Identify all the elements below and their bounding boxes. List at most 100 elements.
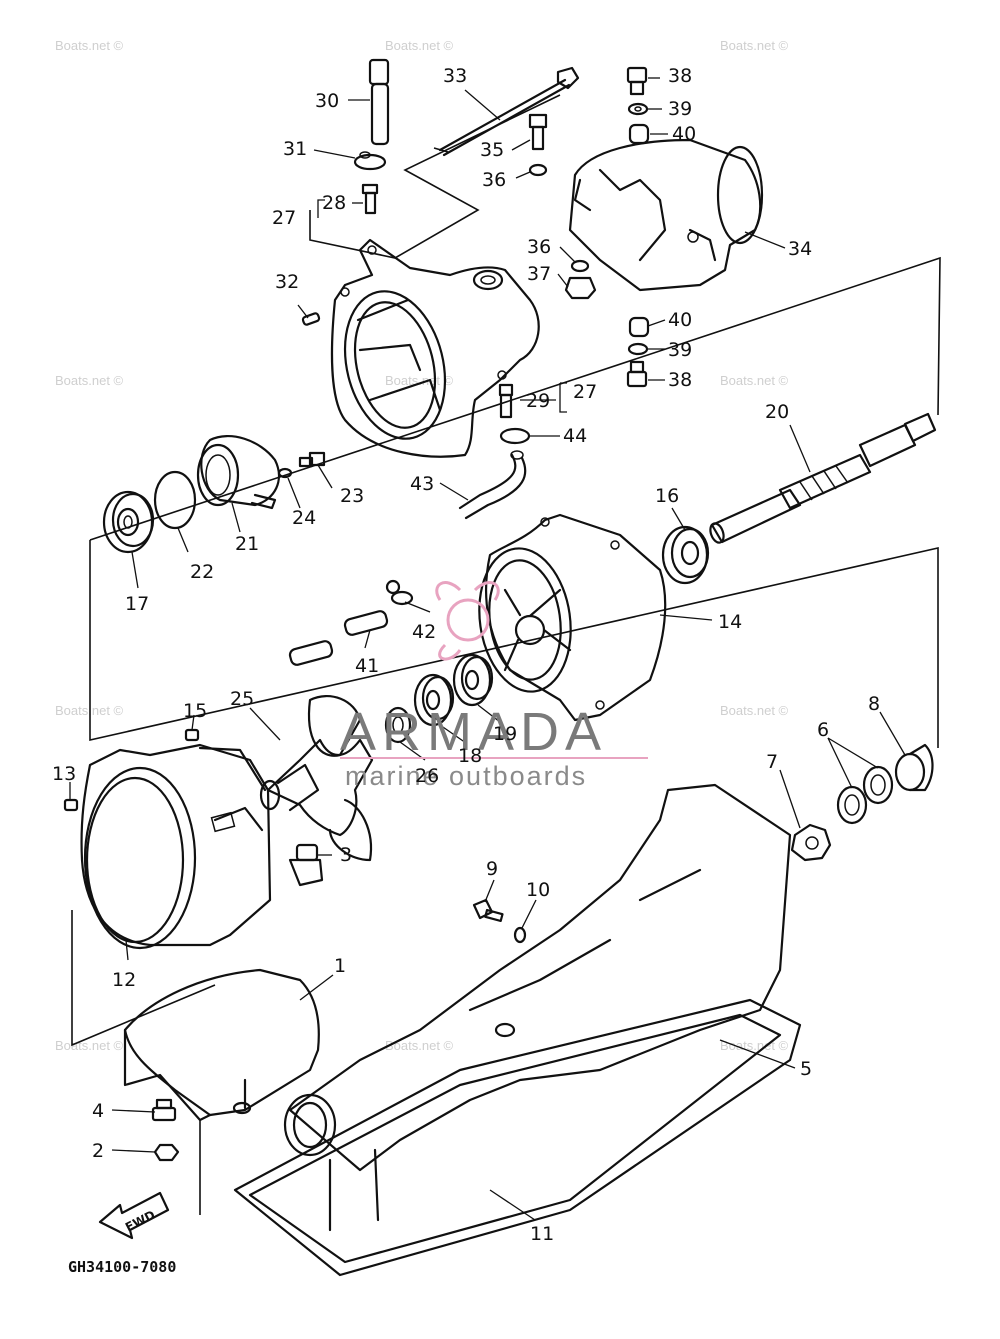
part-7-coupler <box>790 823 832 862</box>
callout-31: 31 <box>283 138 307 160</box>
callout-21: 21 <box>235 533 259 555</box>
callout-43: 43 <box>410 473 434 495</box>
callout-35: 35 <box>480 139 504 161</box>
part-35-bolt <box>528 113 548 151</box>
callout-27: 27 <box>272 207 296 229</box>
callout-23: 23 <box>340 485 364 507</box>
diagram-code: GH34100-7080 <box>68 1258 176 1276</box>
callout-33: 33 <box>443 65 467 87</box>
callout-34: 34 <box>788 238 812 260</box>
watermark: Boats.net © <box>385 38 454 53</box>
part-41-pin <box>288 610 389 666</box>
part-33-bolt <box>433 66 580 157</box>
callout-42: 42 <box>412 621 436 643</box>
watermark: Boats.net © <box>385 373 454 388</box>
callout-44: 44 <box>563 425 587 447</box>
watermark: Boats.net © <box>55 1038 124 1053</box>
callout-1: 1 <box>334 955 346 977</box>
part-24-washer <box>277 467 293 479</box>
callout-11: 11 <box>530 1223 554 1245</box>
callout-29: 29 <box>526 390 550 412</box>
callout-37: 37 <box>527 263 551 285</box>
watermark: Boats.net © <box>55 38 124 53</box>
watermark: Boats.net © <box>720 1038 789 1053</box>
part-6-seal-a <box>836 785 868 825</box>
part-21-end-cap <box>196 435 280 510</box>
callout-38: 38 <box>668 369 692 391</box>
part-17-seal <box>102 490 155 554</box>
callout-41: 41 <box>355 655 379 677</box>
callout-5: 5 <box>800 1058 812 1080</box>
callout-25: 25 <box>230 688 254 710</box>
part-38-bolt-upper <box>626 66 648 96</box>
part-30-hose <box>368 58 390 146</box>
part-44-clamp <box>499 427 531 445</box>
callout-36: 36 <box>527 236 551 258</box>
callout-38: 38 <box>668 65 692 87</box>
part-13-pin <box>63 798 79 812</box>
part-43-hose <box>458 450 527 520</box>
part-23-bolt <box>298 451 326 468</box>
callout-13: 13 <box>52 763 76 785</box>
watermark: Boats.net © <box>720 373 789 388</box>
part-8-cap <box>894 743 934 792</box>
part-18-bearing <box>413 673 455 727</box>
part-38-bolt-lower <box>626 360 648 388</box>
part-29-fitting <box>498 383 514 419</box>
part-22-o-ring <box>153 470 197 530</box>
part-31-clip <box>353 151 387 171</box>
part-14-pump-housing <box>478 513 667 722</box>
callout-3: 3 <box>340 844 352 866</box>
callout-6: 6 <box>817 719 829 741</box>
callout-32: 32 <box>275 271 299 293</box>
watermark: Boats.net © <box>385 1038 454 1053</box>
callout-26: 26 <box>415 765 439 787</box>
watermarks: Boats.net © Boats.net © Boats.net © Boat… <box>55 38 789 1053</box>
part-15-pin <box>184 728 200 742</box>
callout-39: 39 <box>668 339 692 361</box>
callout-16: 16 <box>655 485 679 507</box>
part-27-nozzle-housing <box>330 238 540 458</box>
part-37-nut <box>564 276 597 300</box>
part-1-cover <box>123 968 320 1122</box>
part-3-clip <box>288 843 324 887</box>
part-4-bolt <box>151 1098 177 1122</box>
part-20-drive-shaft <box>709 412 937 544</box>
callout-17: 17 <box>125 593 149 615</box>
callout-12: 12 <box>112 969 136 991</box>
part-16-bearing <box>661 525 710 585</box>
part-40-bushing-lower <box>628 316 650 338</box>
brand-name: ARMADA <box>340 702 607 762</box>
part-36-washer-lower <box>570 259 590 273</box>
logo-flower-icon <box>435 581 500 661</box>
part-9-bolt <box>472 898 504 923</box>
part-39-washer-lower <box>627 342 649 356</box>
part-42-bolt <box>385 579 414 606</box>
callout-4: 4 <box>92 1100 104 1122</box>
callout-9: 9 <box>486 858 498 880</box>
fwd-arrow-icon: FWD <box>98 1191 170 1240</box>
callout-40: 40 <box>668 309 692 331</box>
callout-30: 30 <box>315 90 339 112</box>
part-32-pin <box>301 312 321 326</box>
watermark: Boats.net © <box>720 38 789 53</box>
part-10-washer <box>513 926 527 944</box>
callout-14: 14 <box>718 611 742 633</box>
callout-39: 39 <box>668 98 692 120</box>
callout-40: 40 <box>672 123 696 145</box>
callout-2: 2 <box>92 1140 104 1162</box>
watermark: Boats.net © <box>720 703 789 718</box>
part-36-washer-upper <box>528 163 548 177</box>
callout-labels: 30 31 28 27 33 35 36 38 39 40 36 37 34 3… <box>52 65 880 1245</box>
part-26-washer <box>384 706 412 744</box>
callout-10: 10 <box>526 879 550 901</box>
watermark: Boats.net © <box>55 373 124 388</box>
part-40-bushing-upper <box>628 123 650 145</box>
part-2-nut <box>153 1143 180 1162</box>
callout-36: 36 <box>482 169 506 191</box>
assembly-frame <box>71 94 941 1215</box>
part-11-pump-base <box>233 783 802 1277</box>
brand-tagline: marine outboards <box>345 761 587 791</box>
callout-19: 19 <box>493 723 517 745</box>
